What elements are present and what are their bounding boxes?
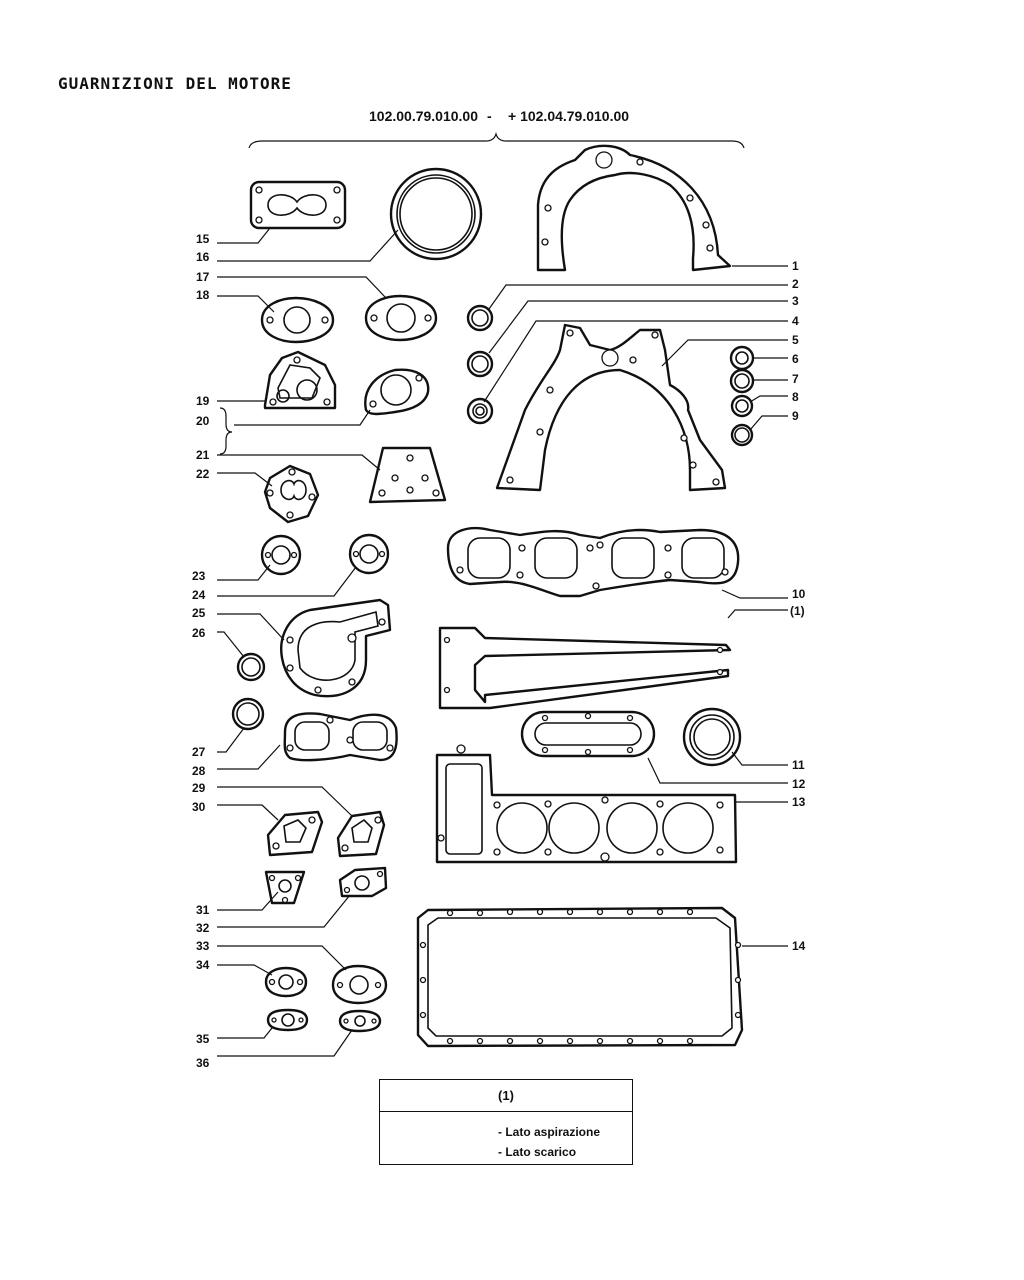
callout-34: 34	[196, 958, 210, 972]
leader-lines	[217, 227, 788, 1057]
callout-35: 35	[196, 1032, 210, 1046]
callout-26: 26	[192, 626, 206, 640]
washer-9	[730, 423, 754, 447]
callout-3: 3	[792, 294, 799, 308]
callout-22: 22	[196, 467, 210, 481]
callout-6: 6	[792, 352, 799, 366]
callout-9: 9	[792, 409, 799, 423]
callout-16: 16	[196, 250, 210, 264]
gasket-15	[249, 180, 347, 230]
serial-to: + 102.04.79.010.00	[508, 108, 630, 124]
seal-11	[682, 707, 742, 767]
gasket-5	[495, 323, 727, 492]
callout-8: 8	[792, 390, 799, 404]
callout-13: 13	[792, 795, 806, 809]
legend-row-intake: - Lato aspirazione	[498, 1125, 601, 1139]
callout-7: 7	[792, 372, 799, 386]
callout-21: 21	[196, 448, 210, 462]
callout-27: 27	[192, 745, 206, 759]
serial-from: 102.00.79.010.00	[369, 108, 478, 124]
gasket-18	[260, 296, 335, 344]
gasket-16	[389, 167, 483, 261]
gasket-1	[536, 144, 732, 272]
gasket-12	[520, 710, 656, 758]
seal-3	[466, 350, 494, 378]
callout-1: 1	[792, 259, 799, 273]
gasket-32	[338, 866, 388, 898]
gasket-31	[264, 870, 306, 905]
callout-31: 31	[196, 903, 210, 917]
callout-19: 19	[196, 394, 210, 408]
callout-11: 11	[792, 758, 805, 772]
gasket-25	[280, 598, 392, 698]
callout-25: 25	[192, 606, 206, 620]
callout-23: 23	[192, 569, 206, 583]
gasket-22	[263, 464, 320, 524]
callout-36: 36	[196, 1056, 210, 1070]
callout-17: 17	[196, 270, 210, 284]
callout-note1note: (1)	[790, 604, 805, 618]
callout-29: 29	[192, 781, 206, 795]
callout-labels: 12345678910(1)11121314151617181920212223…	[192, 232, 806, 1070]
gasket-21	[368, 446, 447, 504]
gasket-10	[446, 526, 740, 598]
bracket-20	[219, 407, 233, 455]
gasket-30	[266, 810, 324, 857]
callout-4: 4	[792, 314, 799, 328]
range-brace	[248, 131, 745, 149]
callout-15: 15	[196, 232, 210, 246]
legend-header: (1)	[380, 1080, 632, 1112]
page-title: GUARNIZIONI DEL MOTORE	[58, 74, 292, 93]
callout-28: 28	[192, 764, 206, 778]
callout-33: 33	[196, 939, 210, 953]
legend-table: (1) - Lato aspirazione - Lato scarico	[379, 1079, 633, 1165]
gasket-34	[264, 966, 308, 998]
callout-14: 14	[792, 939, 806, 953]
callout-12: 12	[792, 777, 806, 791]
gasket-rocker-strip	[438, 626, 732, 710]
washer-6	[729, 345, 755, 371]
gasket-14	[416, 906, 744, 1048]
gasket-29	[336, 810, 386, 858]
callout-5: 5	[792, 333, 799, 347]
legend-row-exhaust: - Lato scarico	[498, 1145, 577, 1159]
gasket-33	[331, 964, 388, 1005]
callout-20: 20	[196, 414, 210, 428]
callout-18: 18	[196, 288, 210, 302]
gasket-23	[260, 534, 302, 576]
callout-30: 30	[192, 800, 206, 814]
gasket-28	[283, 712, 398, 762]
gasket-17	[364, 294, 438, 342]
washer-8	[730, 394, 754, 418]
seal-2	[466, 304, 494, 332]
serial-separator: -	[487, 108, 492, 124]
callout-32: 32	[196, 921, 210, 935]
seal-4	[466, 397, 494, 425]
seal-26	[236, 652, 266, 682]
gasket-35	[266, 1008, 309, 1032]
washer-7	[729, 368, 755, 394]
gasket-19	[263, 350, 337, 410]
gasket-24	[348, 533, 390, 575]
gasket-20	[364, 368, 430, 416]
callout-24: 24	[192, 588, 206, 602]
callout-10: 10	[792, 587, 806, 601]
seal-27	[231, 697, 265, 731]
gasket-36	[338, 1009, 382, 1033]
callout-2: 2	[792, 277, 799, 291]
gasket-13	[435, 744, 738, 864]
